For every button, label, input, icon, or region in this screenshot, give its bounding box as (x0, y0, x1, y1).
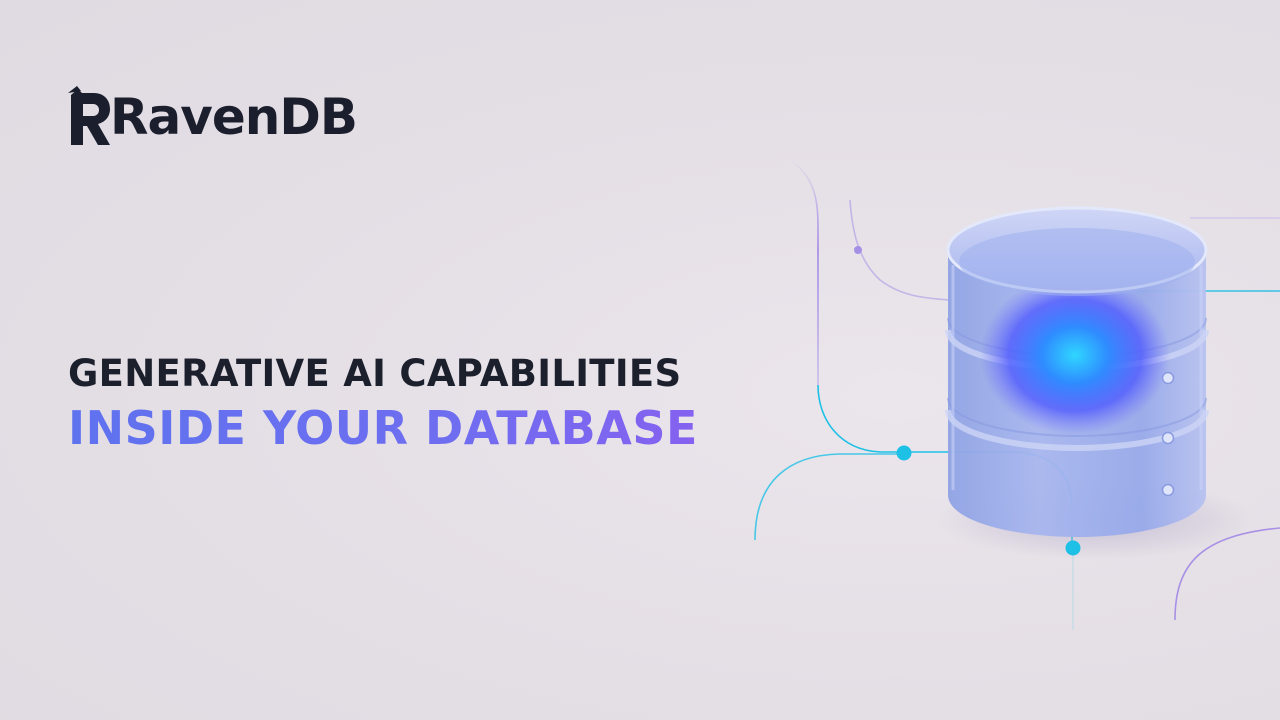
ravendb-logo: RavenDB (68, 84, 358, 148)
headline-line-2: INSIDE YOUR DATABASE (68, 398, 768, 458)
database-cylinder-icon (945, 206, 1209, 537)
circuit-node-icon (896, 445, 912, 461)
circuit-node-icon (1065, 540, 1081, 556)
raven-logo-icon (68, 85, 112, 147)
headline-line-1: GENERATIVE AI CAPABILITIES (68, 352, 682, 395)
circuit-node-icon (854, 246, 862, 254)
brand-name: RavenDB (110, 88, 358, 146)
headline: GENERATIVE AI CAPABILITIES INSIDE YOUR D… (68, 350, 768, 458)
